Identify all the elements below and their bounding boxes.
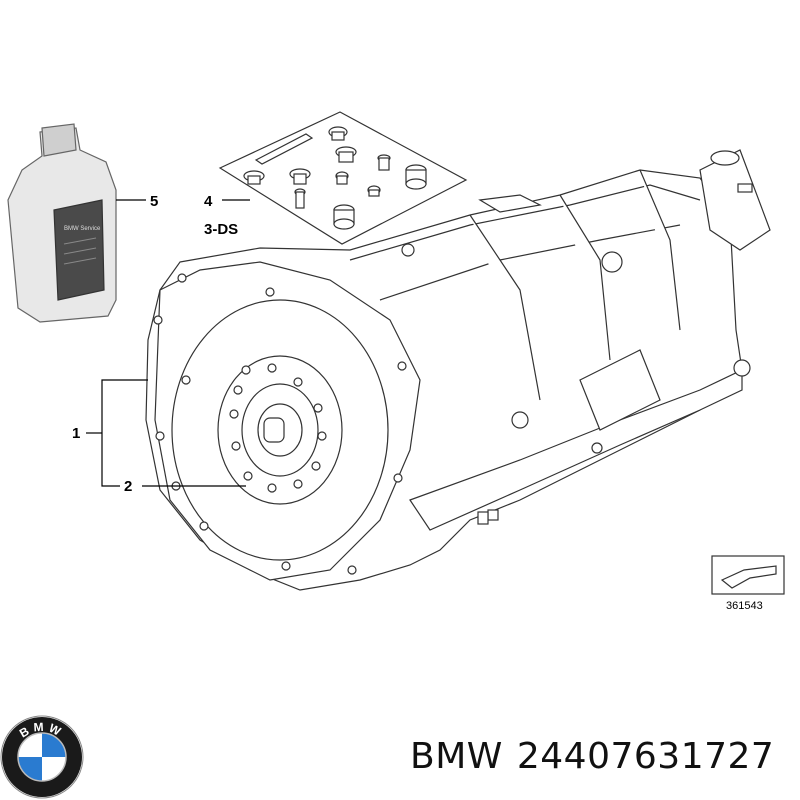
bmw-logo-letters: BMW	[17, 720, 67, 741]
reference-arrow-box	[711, 555, 785, 595]
callout-4: 4	[204, 193, 213, 210]
bottle-label-text: BMW Service	[64, 226, 101, 232]
callout-1: 1	[72, 425, 80, 442]
seal-kit	[218, 111, 468, 245]
transmission-housing	[145, 149, 771, 591]
leader-lines	[86, 199, 250, 487]
callout-2: 2	[124, 478, 132, 495]
part-number: 24407631727	[516, 736, 775, 777]
brand-name: BMW	[410, 736, 503, 777]
oil-bottle: BMW Service	[7, 123, 117, 323]
bmw-logo: BMW	[0, 715, 84, 799]
callout-3-ds: 3-DS	[204, 221, 238, 238]
part-caption: BMW 24407631727	[410, 736, 788, 777]
reference-number: 361543	[726, 600, 763, 612]
callout-5: 5	[150, 193, 158, 210]
